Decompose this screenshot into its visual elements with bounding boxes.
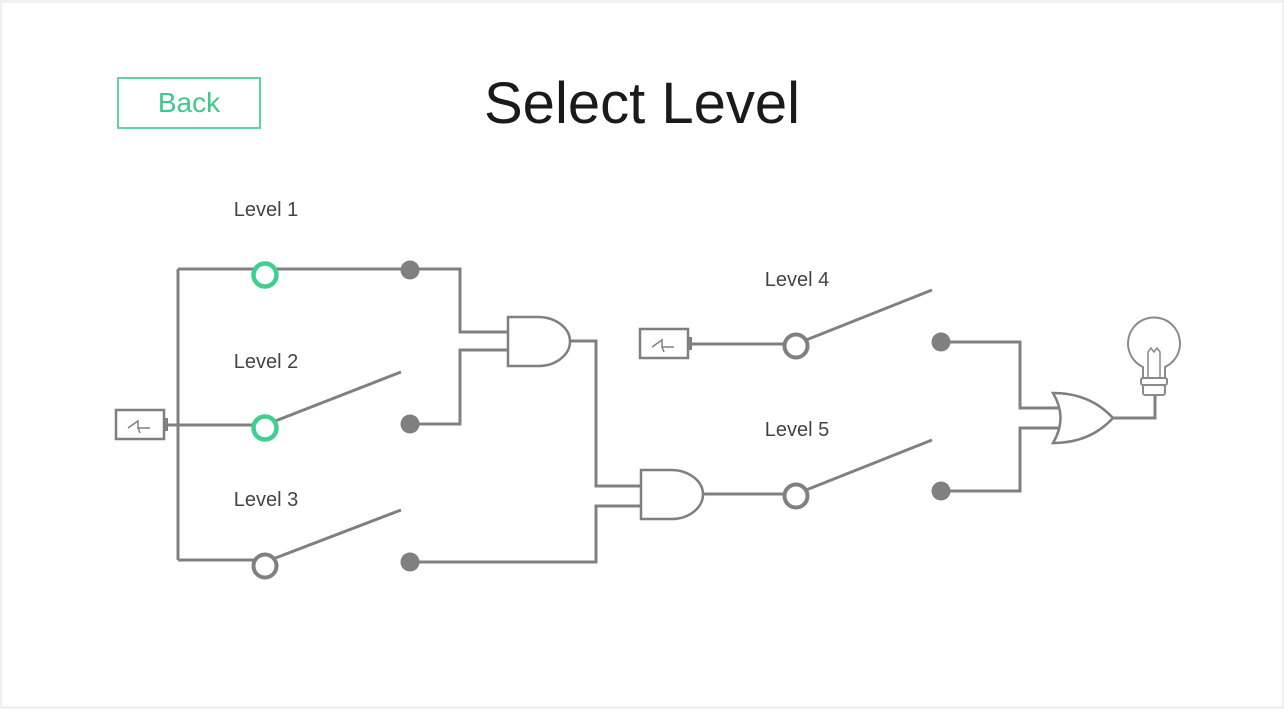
- page-title: Select Level: [484, 71, 800, 136]
- or-gate-icon: [1050, 391, 1115, 445]
- wire: [941, 426, 1058, 493]
- switch-arm-level-4: [795, 288, 933, 346]
- back-button[interactable]: Back: [117, 77, 261, 129]
- wire: [1113, 396, 1157, 420]
- level-2-label: Level 2: [233, 351, 299, 373]
- battery-icon: [114, 408, 168, 441]
- level-5-label: Level 5: [764, 419, 830, 441]
- contact-dot: [931, 481, 951, 501]
- and-gate-icon: [639, 468, 705, 521]
- and-gate-icon: [506, 315, 572, 368]
- wire-level-1: [178, 267, 508, 334]
- contact-dot: [400, 414, 420, 434]
- switch-arm-level-3: [264, 508, 402, 564]
- level-4-label: Level 4: [764, 269, 830, 291]
- lightbulb-icon: [1127, 316, 1181, 396]
- level-5-node[interactable]: [782, 482, 810, 510]
- level-3-label: Level 3: [233, 489, 299, 511]
- contact-dot: [400, 552, 420, 572]
- level-4-node[interactable]: [782, 332, 810, 360]
- wire: [941, 340, 1058, 410]
- contact-dot: [931, 332, 951, 352]
- switch-arm-level-5: [795, 438, 933, 496]
- wire: [410, 504, 641, 564]
- wire: [410, 348, 508, 426]
- contact-dot: [400, 260, 420, 280]
- level-2-node[interactable]: [251, 414, 279, 442]
- level-3-node[interactable]: [251, 552, 279, 580]
- battery-icon: [638, 327, 692, 360]
- switch-arm-level-2: [264, 370, 402, 427]
- level-1-node[interactable]: [251, 261, 279, 289]
- level-1-label: Level 1: [233, 199, 299, 221]
- wire: [569, 339, 641, 488]
